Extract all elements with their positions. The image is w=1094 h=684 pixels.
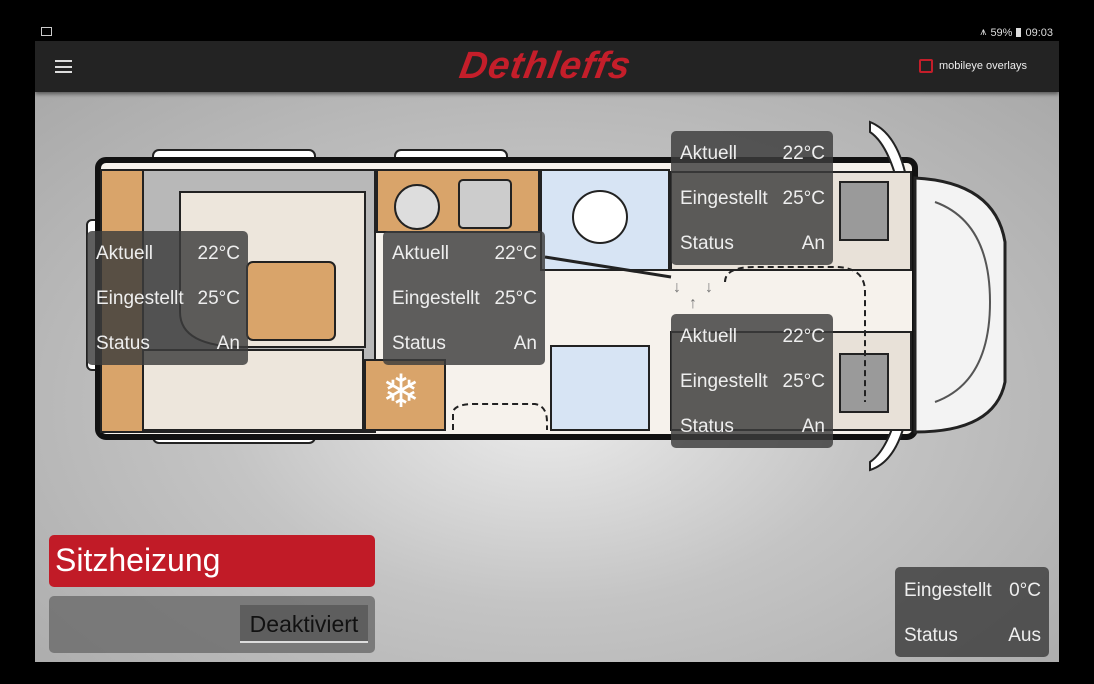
svg-text:↑: ↑ xyxy=(689,295,697,312)
floor-heating-panel[interactable]: Eingestellt 0°C Status Aus xyxy=(895,567,1049,657)
status-label: Status xyxy=(392,333,446,354)
eingestellt-value: 25°C xyxy=(782,188,825,209)
seat-heating-toggle-button[interactable]: Deaktiviert xyxy=(240,605,368,643)
climate-zone-bedroom-top[interactable]: Aktuell 22°C Eingestellt 25°C Status An xyxy=(671,131,833,265)
status-bar: ⩚ 59% 09:03 xyxy=(0,0,1094,41)
mobileye-overlays-label: mobileye overlays xyxy=(938,60,1027,72)
climate-zone-dinette[interactable]: Aktuell 22°C Eingestellt 25°C Status An xyxy=(87,231,248,365)
aktuell-value: 22°C xyxy=(782,326,825,347)
svg-text:❄: ❄ xyxy=(382,365,421,417)
aktuell-value: 22°C xyxy=(782,143,825,164)
status-label: Status xyxy=(96,333,150,354)
seat-heating-panel: Deaktiviert xyxy=(49,596,375,653)
aktuell-label: Aktuell xyxy=(96,243,154,264)
climate-zone-bedroom-bottom[interactable]: Aktuell 22°C Eingestellt 25°C Status An xyxy=(671,314,833,448)
dethleffs-logo: Dethleffs xyxy=(456,45,635,87)
eingestellt-label: Eingestellt xyxy=(96,288,184,309)
hamburger-menu-icon[interactable] xyxy=(55,60,72,73)
aktuell-value: 22°C xyxy=(494,243,537,264)
checkbox-icon[interactable] xyxy=(918,59,933,73)
mobileye-overlays-checkbox[interactable]: mobileye overlays xyxy=(918,59,1027,73)
aktuell-value: 22°C xyxy=(197,243,240,264)
app-header: Dethleffs mobileye overlays xyxy=(35,41,1059,92)
svg-text:↓: ↓ xyxy=(673,279,681,296)
eingestellt-label: Eingestellt xyxy=(392,288,480,309)
image-notification-icon xyxy=(41,27,52,36)
status-value: An xyxy=(801,416,825,437)
status-label: Status xyxy=(680,416,734,437)
battery-icon xyxy=(1016,28,1022,37)
eingestellt-label: Eingestellt xyxy=(680,188,768,209)
status-label: Status xyxy=(904,625,958,646)
battery-percent: 59% xyxy=(990,26,1013,39)
status-label: Status xyxy=(680,233,734,254)
climate-zone-kitchen[interactable]: Aktuell 22°C Eingestellt 25°C Status An xyxy=(383,231,545,365)
status-value: An xyxy=(513,333,537,354)
status-value: An xyxy=(216,333,240,354)
status-value: Aus xyxy=(1008,625,1041,646)
svg-text:↓: ↓ xyxy=(705,279,713,296)
eingestellt-value: 25°C xyxy=(197,288,240,309)
floorplan-area: ❄ ↓ ↓ ↑ Aktuell 22°C Eingestellt 25°C Stat… xyxy=(35,92,1059,662)
eingestellt-value: 0°C xyxy=(1009,580,1041,601)
clock: 09:03 xyxy=(1025,26,1053,39)
eingestellt-label: Eingestellt xyxy=(904,580,992,601)
aktuell-label: Aktuell xyxy=(392,243,450,264)
seat-heating-title: Sitzheizung xyxy=(49,535,375,587)
aktuell-label: Aktuell xyxy=(680,326,738,347)
eingestellt-value: 25°C xyxy=(494,288,537,309)
status-value: An xyxy=(801,233,825,254)
eingestellt-value: 25°C xyxy=(782,371,825,392)
eingestellt-label: Eingestellt xyxy=(680,371,768,392)
aktuell-label: Aktuell xyxy=(680,143,738,164)
signal-icon: ⩚ xyxy=(980,26,987,38)
